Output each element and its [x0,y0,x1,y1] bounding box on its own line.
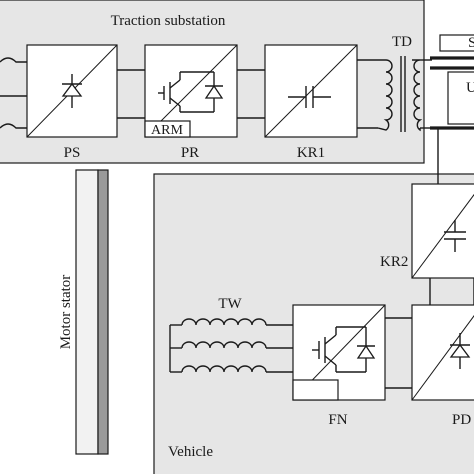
winding-coil [170,365,293,373]
pr-block: ARM PR [144,44,238,161]
diode-icon [356,327,376,372]
pd-cut-label: PD [452,412,471,428]
s-cut-label: S [468,35,474,51]
igbt-icon [158,71,214,113]
transformer-td: TD [377,34,423,132]
pd-block: PD [411,304,474,428]
vehicle-label: Vehicle [168,444,213,460]
motor-stator: Motor stator [58,169,109,455]
arm-label: ARM [151,123,183,138]
tw-label: TW [218,296,242,312]
ps-block: PS [26,44,118,161]
kr2-label: KR2 [380,254,408,270]
winding-coil [170,318,293,326]
motor-stator-label: Motor stator [58,275,74,350]
grid-input [0,57,27,129]
kr2-block: KR2 [380,183,474,279]
pr-label: PR [181,145,199,161]
kr1-label: KR1 [297,145,325,161]
supply-bus: S U [420,34,474,130]
td-label: TD [392,34,412,50]
kr1-block: KR1 [264,44,358,161]
capacitor-icon [288,86,331,108]
fn-block: FN [292,304,386,428]
ps-label: PS [64,145,81,161]
igbt-icon [312,326,366,373]
diode-icon [449,333,471,369]
diode-icon [61,74,83,108]
traction-winding-tw: TW [169,296,293,373]
fn-label: FN [328,412,347,428]
capacitor-icon [444,220,466,252]
u-cut-label: U [466,80,474,96]
diode-icon [204,72,224,112]
winding-coil [170,341,293,349]
substation-title: Traction substation [111,13,226,29]
